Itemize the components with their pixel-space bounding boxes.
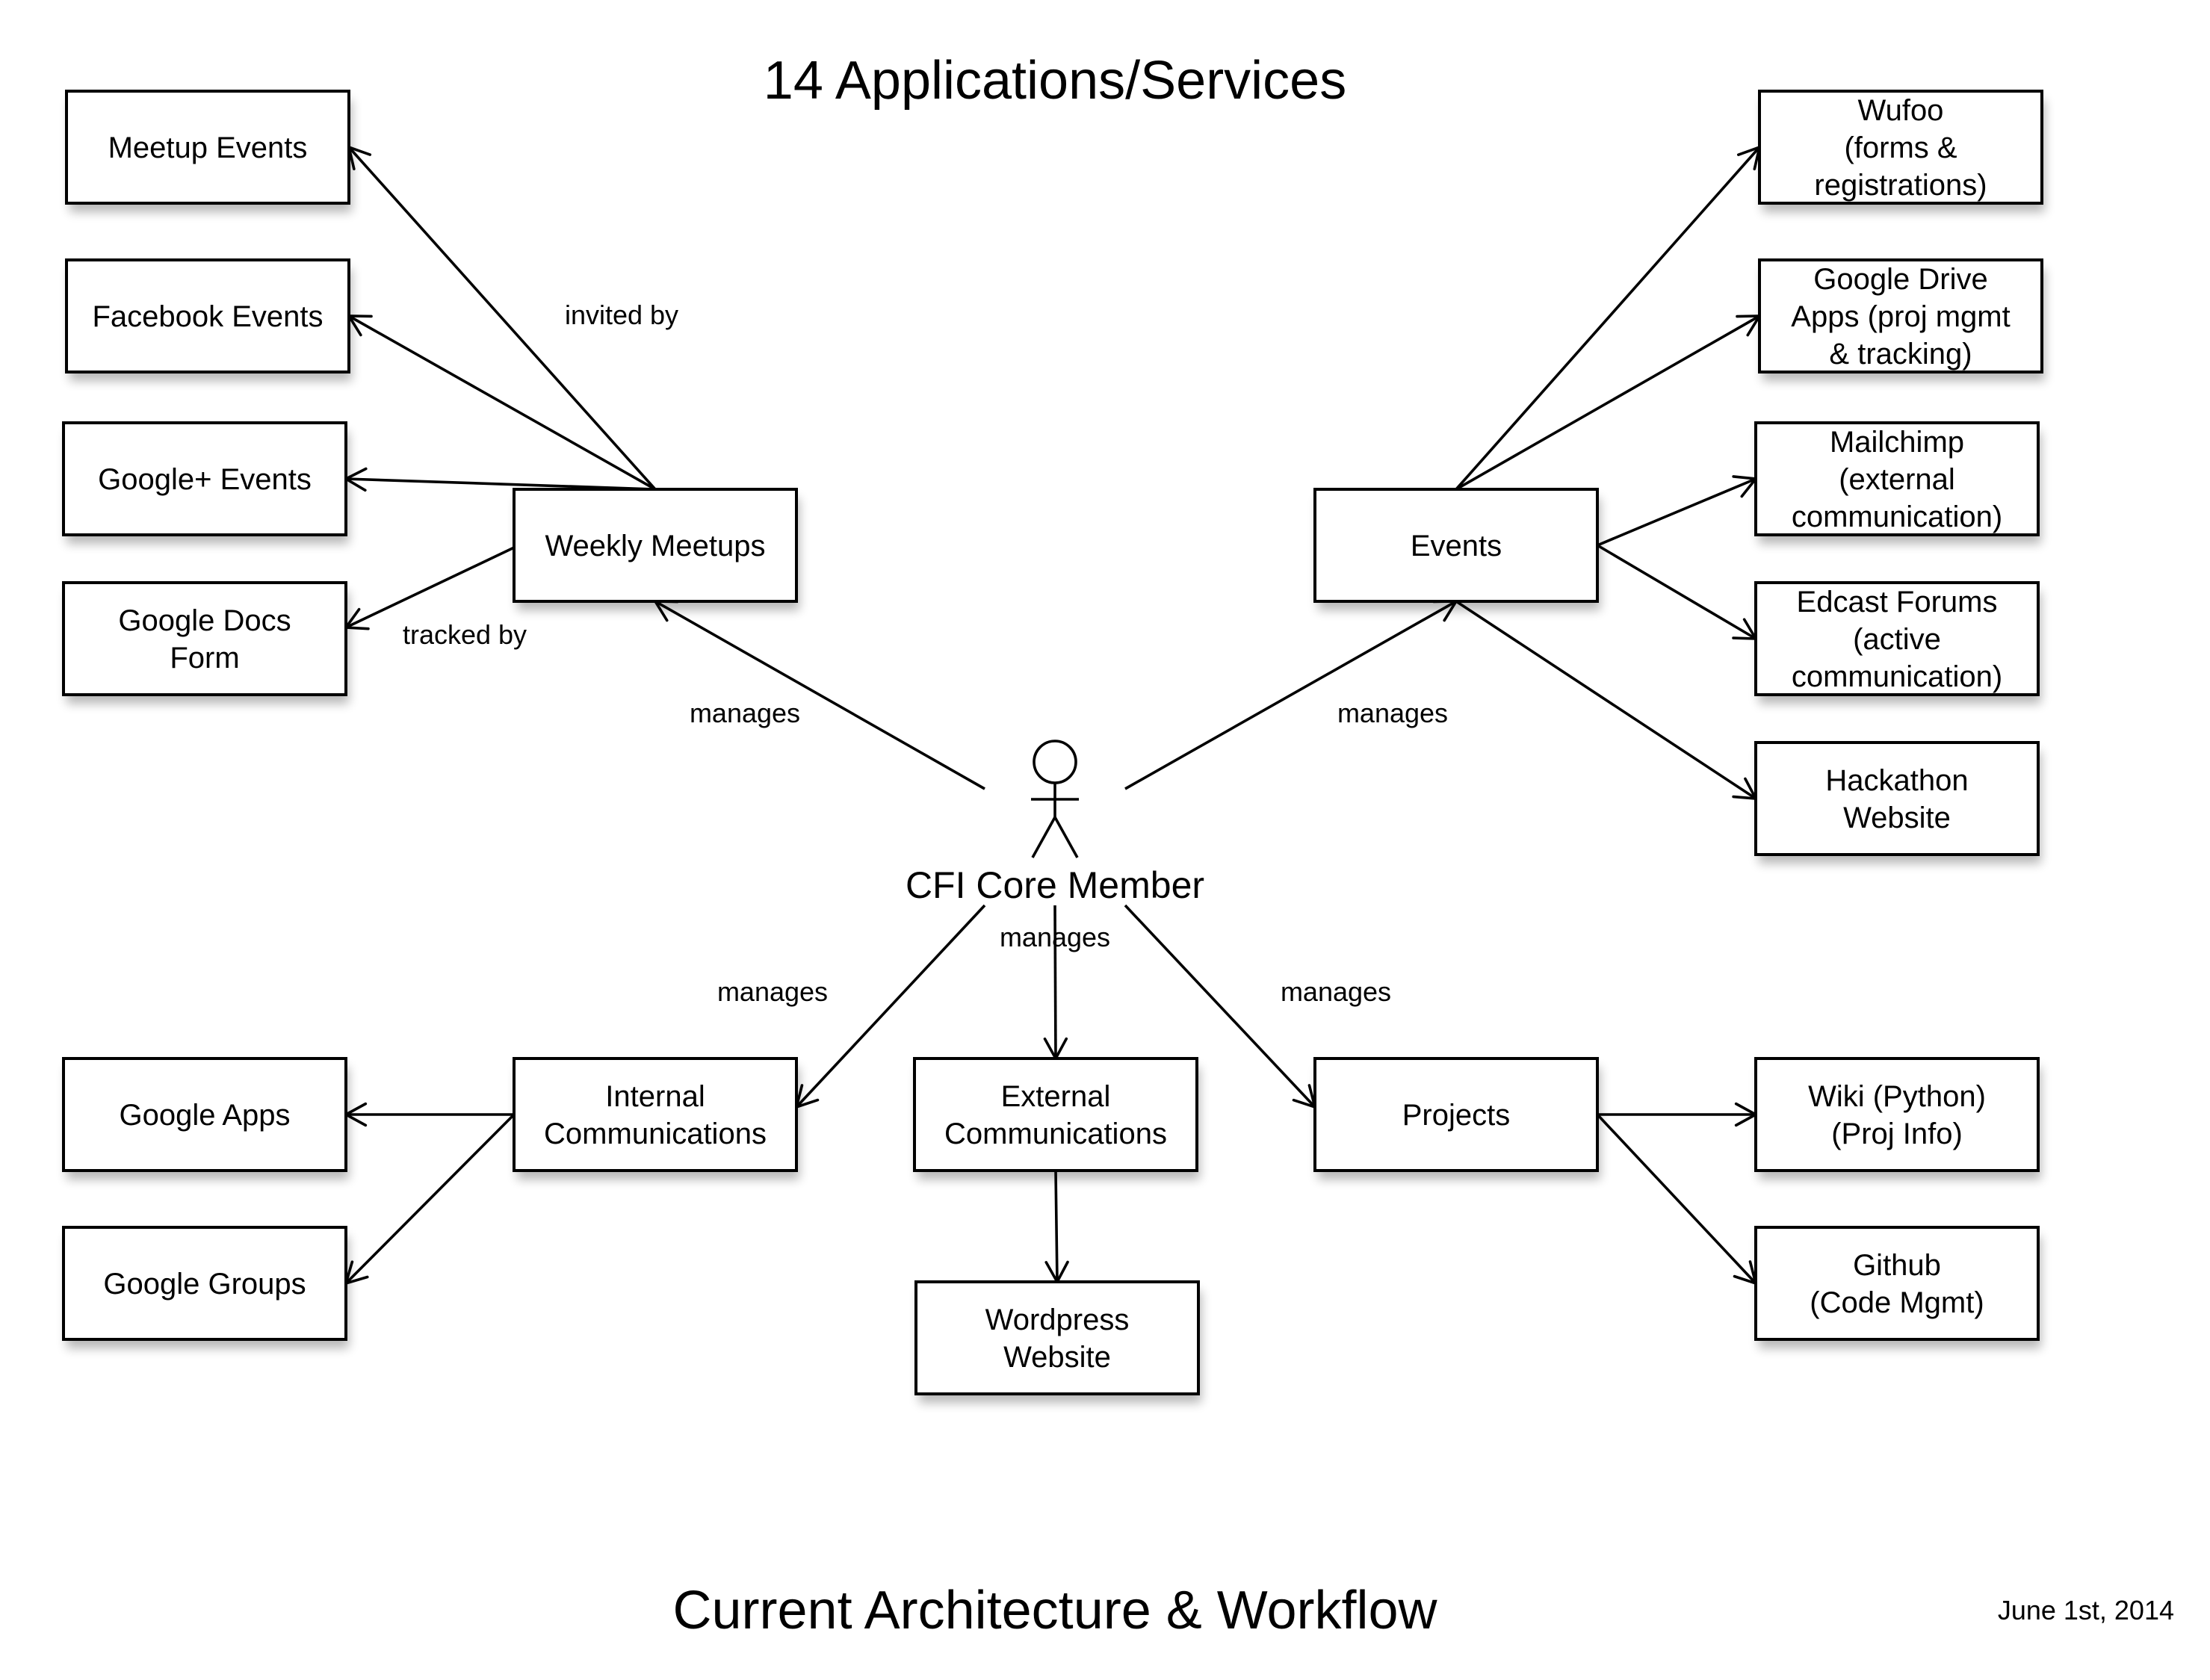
node-meetup: Meetup Events <box>65 90 352 212</box>
diagram-subtitle: Current Architecture & Workflow <box>672 1581 1437 1640</box>
node-label: Form <box>170 642 239 675</box>
node-wiki: Wiki (Python) (Proj Info) <box>1754 1057 2041 1180</box>
edge-label-manages-internal: manages <box>717 976 828 1007</box>
node-projects: Projects <box>1313 1057 1600 1180</box>
edge-internal-to-gapps <box>343 1102 514 1127</box>
diagram-date: June 1st, 2014 <box>1998 1595 2174 1625</box>
node-label: Meetup Events <box>108 131 308 164</box>
edge-weekly-to-gdocs <box>343 546 515 630</box>
node-ggroups: Google Groups <box>62 1226 349 1348</box>
node-weekly: Weekly Meetups <box>513 488 799 610</box>
node-label: Communications <box>944 1118 1167 1150</box>
node-label: communication) <box>1792 660 2002 693</box>
edge-events-to-hackathon <box>1455 600 1759 801</box>
node-github: Github (Code Mgmt) <box>1754 1226 2041 1348</box>
node-label: (active <box>1853 623 1941 656</box>
node-wufoo: Wufoo (forms & registrations) <box>1758 90 2045 212</box>
node-label: (external <box>1839 463 1955 496</box>
edge-projects-to-github <box>1596 1113 1758 1286</box>
edge-external-to-wordpress <box>1044 1170 1069 1285</box>
node-label: Apps (proj mgmt <box>1791 300 2010 333</box>
node-edcast: Edcast Forums (active communication) <box>1754 581 2041 704</box>
edge-label-invited-by: invited by <box>565 300 678 330</box>
node-label: Facebook Events <box>92 300 323 333</box>
node-label: Wordpress <box>985 1304 1130 1336</box>
node-label: (Proj Info) <box>1831 1118 1963 1150</box>
node-label: Mailchimp <box>1830 426 1964 459</box>
node-label: Wufoo <box>1858 94 1944 127</box>
node-label: Communications <box>544 1118 767 1150</box>
node-gapps: Google Apps <box>62 1057 349 1180</box>
edge-core-to-events <box>1124 600 1459 790</box>
node-label: Projects <box>1402 1099 1511 1132</box>
node-label: communication) <box>1792 500 2002 533</box>
actor-label: CFI Core Member <box>906 864 1204 906</box>
edge-events-to-edcast <box>1597 544 1759 640</box>
node-label: Google Docs <box>118 604 291 637</box>
edge-label-manages-weekly: manages <box>690 698 800 728</box>
node-facebook: Facebook Events <box>65 258 352 381</box>
node-label: Website <box>1843 802 1951 834</box>
node-label: & tracking) <box>1829 338 1972 371</box>
node-label: registrations) <box>1814 169 1987 202</box>
node-label: Weekly Meetups <box>545 530 766 562</box>
node-events: Events <box>1313 488 1600 610</box>
edge-weekly-to-gplus <box>343 467 656 492</box>
node-label: Wiki (Python) <box>1808 1080 1986 1113</box>
node-label: Google+ Events <box>98 463 312 496</box>
edge-projects-to-wiki <box>1597 1102 1759 1127</box>
node-gplus: Google+ Events <box>62 421 349 544</box>
node-label: Events <box>1411 530 1502 562</box>
edge-label-manages-projects: manages <box>1281 976 1391 1007</box>
edge-events-to-mailchimp <box>1597 475 1759 547</box>
edge-label-tracked-by: tracked by <box>403 619 527 650</box>
node-label: (Code Mgmt) <box>1810 1286 1984 1319</box>
edge-label-manages-events: manages <box>1337 698 1448 728</box>
node-label: Google Apps <box>119 1099 290 1132</box>
node-label: External <box>1001 1080 1111 1113</box>
edge-weekly-to-facebook <box>346 314 656 491</box>
edge-events-to-wufoo <box>1455 145 1762 491</box>
edge-core-to-weekly <box>652 600 985 790</box>
node-label: Google Groups <box>103 1268 306 1301</box>
node-label: (forms & <box>1844 131 1957 164</box>
actor-icon <box>1031 740 1079 858</box>
node-label: Edcast Forums <box>1797 586 1998 619</box>
node-label: Internal <box>605 1080 705 1113</box>
edges-layer <box>343 145 1762 1286</box>
node-label: Google Drive <box>1813 263 1987 296</box>
edge-label-manages-external: manages <box>1000 922 1110 952</box>
edge-internal-to-ggroups <box>344 1113 516 1286</box>
node-label: Hackathon <box>1825 764 1968 797</box>
diagram-title: 14 Applications/Services <box>764 51 1346 111</box>
node-mailchimp: Mailchimp (external communication) <box>1754 421 2041 544</box>
edge-events-to-gdrive <box>1455 314 1762 491</box>
node-label: Github <box>1853 1249 1941 1282</box>
node-label: Website <box>1003 1341 1111 1374</box>
